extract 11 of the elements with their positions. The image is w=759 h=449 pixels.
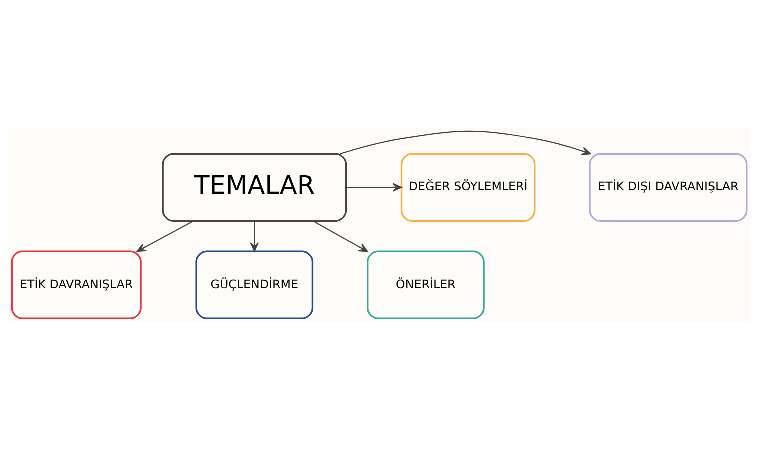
node-box: ETİK DIŞI DAVRANIŞLAR xyxy=(589,152,748,222)
node-box: ETİK DAVRANIŞLAR xyxy=(11,250,142,319)
arrow xyxy=(136,220,194,252)
node-box: DEĞER SÖYLEMLERİ xyxy=(400,152,536,222)
arrow xyxy=(312,220,368,252)
node-box: TEMALAR xyxy=(162,152,348,222)
node-box: GÜÇLENDİRME xyxy=(196,250,314,319)
arrow xyxy=(340,130,592,155)
node-box: ÖNERİLER xyxy=(367,250,485,319)
arrow xyxy=(250,220,259,252)
arrow xyxy=(346,182,402,192)
